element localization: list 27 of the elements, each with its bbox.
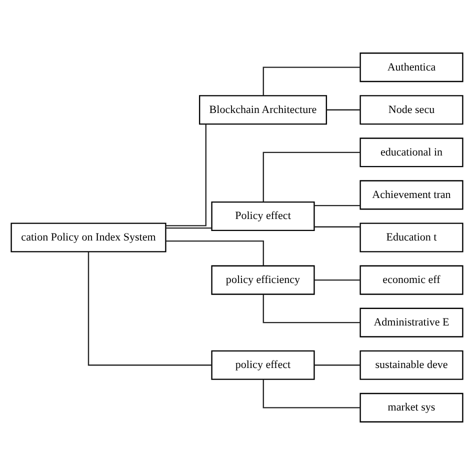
node-box: Blockchain Architecture	[199, 94, 327, 124]
connector	[314, 278, 360, 280]
node-box: Achievement tran	[360, 180, 464, 210]
node-box: Education t	[360, 222, 464, 252]
node-box: cation Policy on Index System	[10, 222, 166, 252]
connector	[326, 108, 360, 110]
node-box: Authentica	[360, 52, 464, 82]
node-box: Node secu	[360, 94, 464, 124]
node-box: sustainable deve	[360, 350, 464, 380]
node-box: market sys	[360, 392, 464, 422]
connector	[314, 226, 360, 227]
connector	[314, 204, 360, 206]
connector	[262, 294, 360, 323]
connector	[262, 151, 360, 202]
connector	[166, 226, 212, 228]
node-box: educational in	[360, 137, 464, 167]
connector	[88, 251, 212, 366]
connector	[262, 379, 360, 408]
node-box: Administrative E	[360, 307, 464, 337]
connector	[314, 364, 360, 366]
node-box: policy efficiency	[211, 264, 315, 294]
node-box: Policy effect	[211, 200, 315, 230]
connector	[262, 66, 360, 95]
connector	[166, 124, 206, 226]
node-box: economic eff	[360, 264, 464, 294]
node-box: policy effect	[211, 350, 315, 380]
connector	[166, 240, 264, 266]
